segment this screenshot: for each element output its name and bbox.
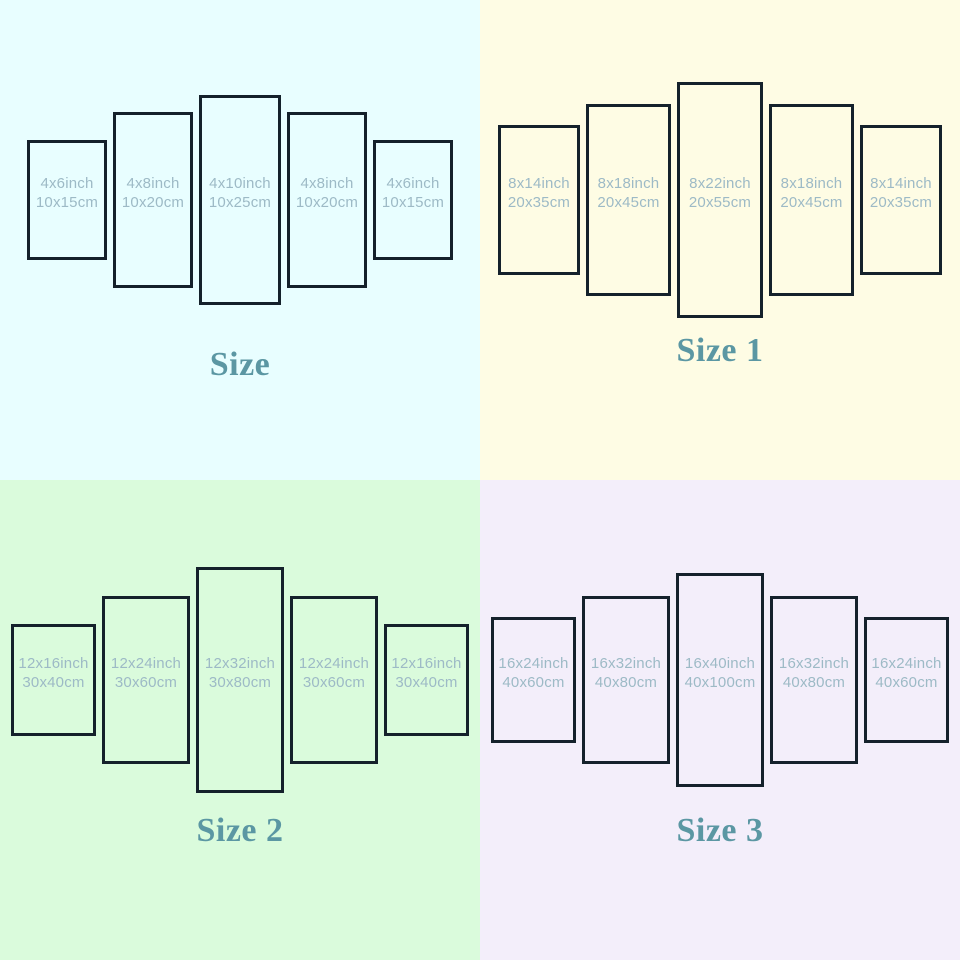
panel-size-centimeters: 30x60cm: [302, 673, 366, 691]
panel-size-inches: 4x6inch: [40, 175, 94, 192]
panel-size-inches: 12x16inch: [18, 655, 89, 672]
panel-size-inches: 4x8inch: [300, 175, 354, 192]
size-option-title: Size: [209, 346, 271, 383]
panel-size-centimeters: 10x20cm: [121, 193, 185, 211]
panel-size-inches: 8x14inch: [508, 175, 570, 192]
panel-size-inches: 8x14inch: [870, 175, 932, 192]
panel-size-centimeters: 40x100cm: [684, 673, 756, 691]
panel-size-centimeters: 30x60cm: [114, 673, 178, 691]
panel-size-centimeters: 40x80cm: [782, 673, 846, 691]
panel-size-centimeters: 10x15cm: [35, 193, 99, 211]
size-option-title: Size 3: [676, 812, 764, 849]
panel-size-centimeters: 40x60cm: [502, 673, 565, 691]
panel-size-centimeters: 40x80cm: [594, 673, 658, 691]
panel-size-inches: 4x8inch: [126, 175, 180, 192]
size-option-title: Size 2: [196, 812, 284, 849]
panel-size-centimeters: 20x45cm: [780, 193, 843, 211]
panel-size-inches: 16x32inch: [778, 655, 850, 672]
panel-size-inches: 12x16inch: [391, 655, 462, 672]
panel-size-inches: 16x24inch: [871, 655, 942, 672]
panel-size-centimeters: 10x20cm: [295, 193, 359, 211]
panel-size-centimeters: 20x35cm: [869, 193, 933, 211]
panel-size-inches: 16x32inch: [590, 655, 662, 672]
panel-size-inches: 4x10inch: [209, 175, 271, 192]
panel-size-centimeters: 20x35cm: [507, 193, 571, 211]
panel-size-centimeters: 40x60cm: [875, 673, 938, 691]
panel-size-inches: 16x24inch: [498, 655, 569, 672]
panel-size-centimeters: 30x40cm: [22, 673, 85, 691]
panel-size-centimeters: 10x25cm: [208, 193, 272, 211]
panel-size-centimeters: 20x55cm: [688, 193, 752, 211]
panel-size-inches: 8x18inch: [597, 175, 660, 192]
panel-size-inches: 12x24inch: [110, 655, 182, 672]
panel-size-inches: 4x6inch: [386, 175, 440, 192]
panel-size-inches: 16x40inch: [684, 655, 756, 672]
panel-size-centimeters: 30x80cm: [208, 673, 272, 691]
panel-size-centimeters: 20x45cm: [597, 193, 660, 211]
panel-size-centimeters: 10x15cm: [381, 193, 445, 211]
size-option-title: Size 1: [676, 332, 764, 369]
panel-size-inches: 12x24inch: [298, 655, 370, 672]
panel-size-centimeters: 30x40cm: [395, 673, 458, 691]
panel-size-inches: 12x32inch: [204, 655, 276, 672]
panel-size-inches: 8x22inch: [689, 175, 751, 192]
panel-size-inches: 8x18inch: [780, 175, 843, 192]
